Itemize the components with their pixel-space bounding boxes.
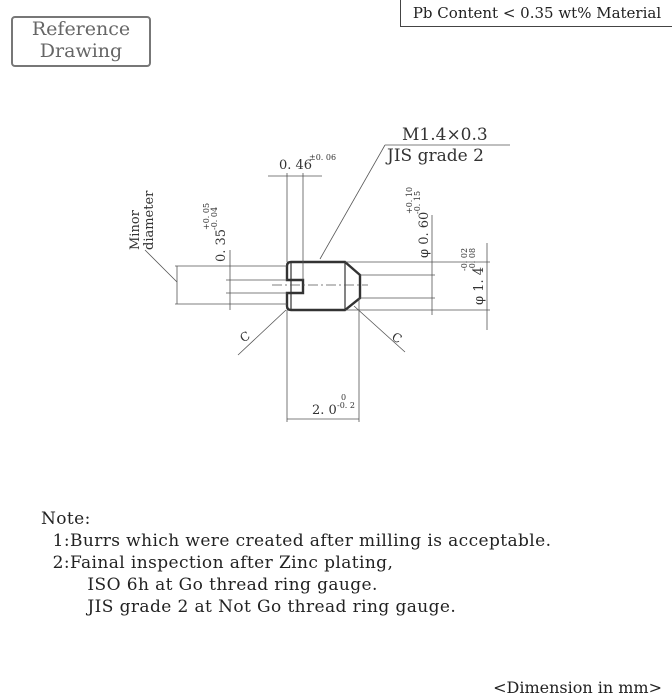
slot-depth-tol-upper: +0. 05 [202,203,211,230]
chamfer-right: C [389,330,404,347]
notes-title: Note: [41,509,91,529]
minor-label-1: Minor [128,209,143,250]
major-diameter-tol-lower: -0. 08 [468,248,477,271]
stamp-line-2: Drawing [39,40,123,62]
notes: Note: 1:Burrs which were created after m… [41,508,551,618]
reference-drawing-stamp: Reference Drawing [11,16,151,67]
point-diameter-tol-lower: -0. 15 [413,191,422,214]
material-note: Pb Content < 0.35 wt% Material [400,0,672,27]
thread-spec: M1.4×0.3 [402,125,488,145]
thread-grade: JIS grade 2 [385,146,484,166]
point-diameter-value: φ 0. 60 [417,212,432,258]
dimension-unit: <Dimension in mm> [493,678,662,697]
note-line: JIS grade 2 at Not Go thread ring gauge. [41,597,457,617]
major-diameter-tol-upper: -0. 02 [460,248,469,271]
note-line: 2:Fainal inspection after Zinc plating, [41,553,394,573]
chamfer-left: C [238,328,253,345]
note-line: ISO 6h at Go thread ring gauge. [41,575,378,595]
slot-width-tol: ±0. 06 [309,153,336,162]
major-diameter-value: φ 1. 4 [472,267,487,305]
length-tol-lower: -0. 2 [337,401,355,410]
length-tol-upper: 0 [341,393,346,402]
minor-label-2: diameter [142,190,157,250]
slot-depth-value: 0. 35 [214,229,229,262]
point-diameter-tol-upper: +0. 10 [405,187,414,214]
slot-depth-tol-lower: -0. 04 [210,207,219,230]
length-value: 2. 0 [312,403,337,418]
slot-width-value: 0. 46 [279,158,312,173]
screw-outline [285,260,362,312]
stamp-line-1: Reference [31,18,131,40]
note-line: 1:Burrs which were created after milling… [41,531,552,551]
